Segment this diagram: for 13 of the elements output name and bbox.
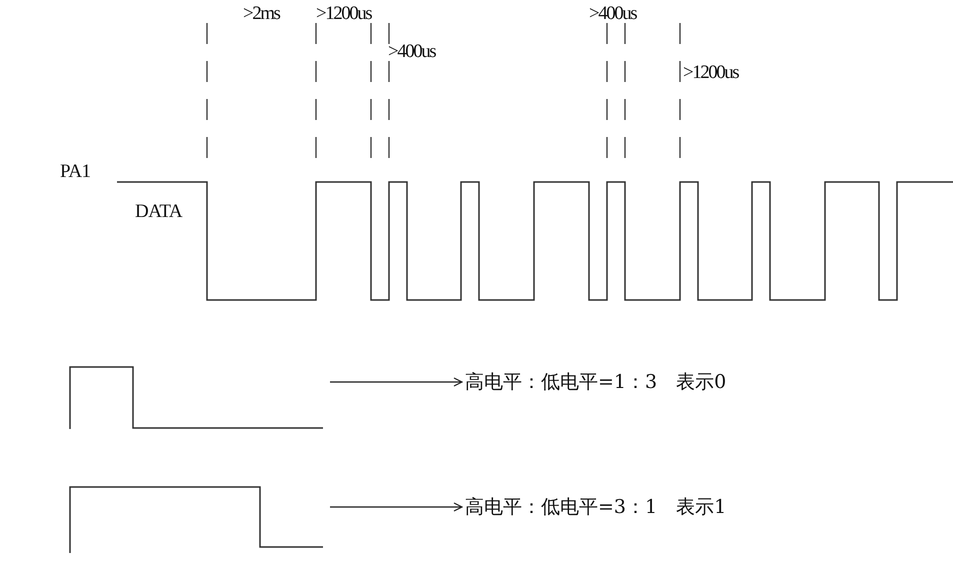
waveform-drawing xyxy=(69,366,323,429)
arrow xyxy=(330,377,463,387)
pin-name: PA1 xyxy=(60,162,91,182)
arrow xyxy=(330,502,463,512)
waveform-drawing xyxy=(69,486,323,553)
timing-label: >2ms xyxy=(243,4,280,24)
meaning-text: 高电平：低电平=1：3 表示0 xyxy=(465,370,726,394)
timing-label: >1200us xyxy=(316,4,372,24)
timing-label: >1200us xyxy=(683,63,738,83)
timing-label: >400us xyxy=(388,42,436,62)
meaning-text: 高电平：低电平=3：1 表示1 xyxy=(465,495,726,519)
timing-label: >400us xyxy=(589,4,636,24)
signal-name: DATA xyxy=(135,202,182,222)
